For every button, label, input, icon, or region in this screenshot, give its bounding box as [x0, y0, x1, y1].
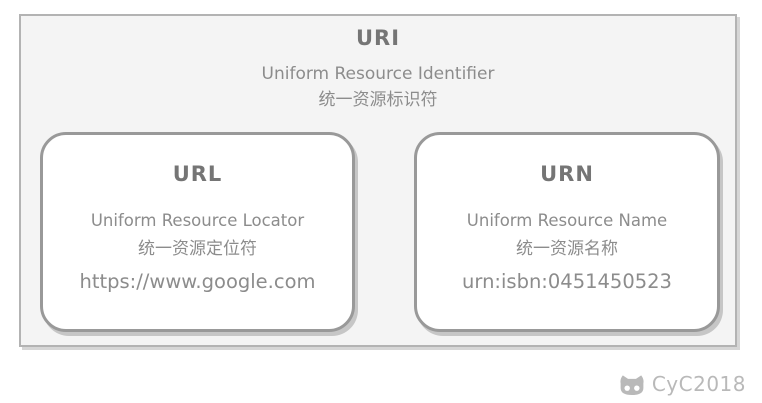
- url-box: URL Uniform Resource Locator 统一资源定位符 htt…: [40, 132, 355, 332]
- urn-name-english: Uniform Resource Name: [466, 211, 668, 230]
- url-example: https://www.google.com: [79, 270, 316, 293]
- urn-title: URN: [540, 162, 594, 186]
- uri-title: URI: [355, 26, 401, 50]
- urn-box: URN Uniform Resource Name 统一资源名称 urn:isb…: [414, 132, 720, 332]
- urn-example: urn:isbn:0451450523: [462, 270, 672, 293]
- github-cat-icon: [618, 373, 646, 396]
- url-title: URL: [172, 162, 223, 186]
- uri-container-box: URI Uniform Resource Identifier 统一资源标识符 …: [19, 14, 737, 347]
- urn-name-chinese: 统一资源名称: [516, 239, 618, 259]
- uri-subtitle-chinese: 统一资源标识符: [318, 90, 438, 110]
- url-name-chinese: 统一资源定位符: [138, 239, 257, 259]
- uri-subtitle-english: Uniform Resource Identifier: [261, 64, 495, 84]
- url-name-english: Uniform Resource Locator: [90, 211, 305, 230]
- uri-header: URI Uniform Resource Identifier 统一资源标识符: [21, 16, 735, 112]
- watermark: CyC2018: [618, 372, 746, 396]
- watermark-label: CyC2018: [651, 372, 746, 396]
